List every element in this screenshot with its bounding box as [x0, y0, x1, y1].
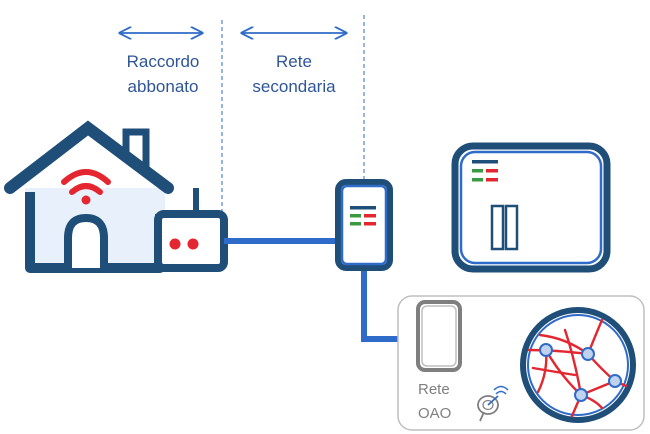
rete-secondaria-label-line1: Rete	[276, 52, 312, 71]
raccordo-label-line2: abbonato	[128, 77, 199, 96]
oao-label-line1: Rete	[418, 381, 450, 398]
rete-secondaria-label-line2: secondaria	[252, 77, 336, 96]
street-cabinet-icon	[335, 179, 393, 271]
wifi-icon	[61, 169, 111, 205]
oao-label-line2: OAO	[418, 405, 451, 422]
raccordo-label-line1: Raccordo	[127, 52, 200, 71]
modem-icon	[154, 188, 228, 272]
network-globe-icon	[520, 307, 636, 423]
central-office-icon	[451, 142, 611, 273]
house-icon	[4, 120, 174, 273]
oao-node-icon	[416, 300, 462, 372]
satellite-dish-icon	[477, 385, 509, 422]
